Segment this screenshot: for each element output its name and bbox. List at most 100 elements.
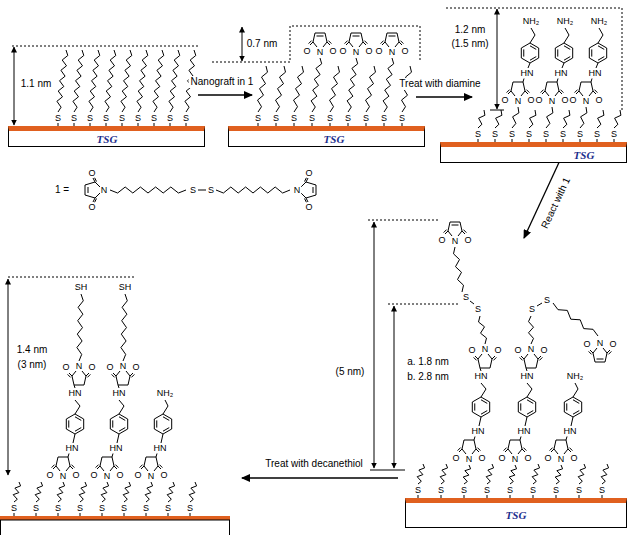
bond-line: [531, 28, 535, 35]
alkyl-chain: [276, 66, 286, 112]
alkyl-chain: [563, 110, 570, 128]
bond-line: [85, 195, 95, 198]
atom-label: S: [76, 504, 83, 513]
bond-line: [397, 33, 399, 42]
benzene-ring: [481, 411, 487, 415]
bond-line: [95, 193, 100, 198]
bond-line: [359, 42, 363, 47]
thiol-bond: [58, 513, 59, 516]
bond-line: [144, 457, 146, 466]
dimension-arrow: [497, 9, 498, 109]
atom-label: O: [452, 454, 460, 463]
atom-label: O: [329, 47, 337, 56]
atom-label: S: [86, 114, 93, 123]
bond-line: [593, 348, 597, 353]
bond-line: [301, 193, 306, 198]
alkyl-chain: [169, 50, 180, 112]
bond-line: [481, 389, 486, 397]
dimension-tick: [368, 220, 440, 221]
bond-line: [452, 225, 459, 226]
bond-line: [597, 359, 604, 360]
atom-label: S: [189, 186, 196, 195]
atom-label: HN: [112, 389, 126, 398]
bond-line: [547, 82, 557, 83]
atom-label: O: [134, 471, 142, 480]
alkyl-chain: [123, 482, 130, 502]
atom-label: S: [474, 130, 481, 139]
atom-label: O: [401, 47, 409, 56]
bond-line: [458, 448, 461, 451]
atom-label: N: [596, 339, 604, 348]
atom-label: S: [542, 130, 549, 139]
alkyl-chain: [189, 482, 196, 502]
dimension-label: b. 2.8 nm: [405, 371, 451, 383]
atom-label: O: [305, 169, 313, 178]
atom-label: S: [575, 486, 582, 495]
atom-label: S: [54, 114, 61, 123]
bond-line: [526, 90, 529, 93]
atom-label: S: [308, 114, 315, 123]
bond-line: [56, 466, 60, 471]
atom-label: O: [106, 363, 114, 372]
atom-label: S: [134, 114, 141, 123]
bond-line: [159, 465, 162, 468]
bond-line: [589, 351, 592, 354]
atom-label: O: [501, 96, 509, 105]
atom-label: N: [557, 455, 565, 464]
alkyl-chain: [417, 464, 424, 484]
benzene-ring: [523, 49, 524, 56]
bond-line: [73, 434, 75, 443]
atom-label: S: [593, 130, 600, 139]
atom-label: S: [164, 504, 171, 513]
step-label: Treat with diamine: [397, 78, 482, 90]
atom-label: N: [352, 48, 360, 57]
bond-line: [541, 90, 544, 93]
dimension-label: 0.7 nm: [245, 38, 280, 50]
atom-label: N: [100, 186, 108, 195]
atom-label: HN: [68, 389, 82, 398]
bond-line: [520, 440, 522, 449]
bond-line: [75, 406, 80, 414]
bond-line: [564, 449, 568, 454]
bond-line: [102, 457, 112, 458]
gold-substrate: TSG: [8, 126, 205, 147]
benzene-ring: [163, 417, 169, 421]
bond-line: [523, 79, 524, 83]
bond-line: [470, 301, 474, 304]
benzene-ring: [564, 46, 570, 50]
atom-label: O: [88, 363, 96, 372]
atom-label: N: [119, 362, 127, 371]
alkyl-chain: [383, 58, 394, 112]
atom-label: O: [468, 346, 476, 355]
benzene-ring: [521, 43, 538, 63]
atom-label: S: [380, 114, 387, 123]
bond-line: [525, 417, 527, 426]
dimension-arrow: [8, 279, 9, 475]
bond-line: [381, 41, 384, 44]
atom-label: S: [186, 504, 193, 513]
dashed-guide: [12, 46, 200, 47]
bond-line: [313, 42, 317, 47]
atom-label: S: [598, 486, 605, 495]
bond-line: [557, 79, 558, 83]
bond-line: [520, 357, 523, 360]
atom-label: O: [524, 454, 532, 463]
bond-line: [458, 231, 462, 236]
atom-label: S: [559, 130, 566, 139]
bond-line: [66, 466, 70, 471]
atom-label: S: [150, 114, 157, 123]
bond-line: [361, 33, 363, 42]
benzene-ring: [163, 428, 169, 432]
alkyl-chain: [597, 110, 604, 128]
benzene-ring: [68, 420, 69, 427]
bond-line: [608, 351, 611, 354]
bond-line: [96, 465, 99, 468]
bond-line: [591, 82, 593, 91]
alkyl-chain: [294, 66, 304, 112]
atom-label: S: [70, 114, 77, 123]
alkyl-chain: [145, 482, 152, 502]
atom-label: O: [478, 454, 486, 463]
benzene-ring: [472, 397, 489, 417]
atom-label: S: [483, 486, 490, 495]
